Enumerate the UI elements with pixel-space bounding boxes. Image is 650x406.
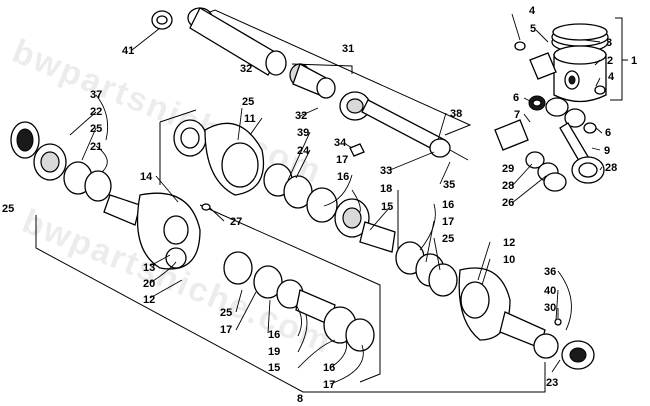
callout-4: 4	[529, 5, 536, 17]
callout-3: 3	[606, 37, 612, 49]
callout-35: 35	[443, 179, 455, 191]
callout-13: 13	[143, 262, 155, 274]
callout-7: 7	[514, 109, 520, 121]
key-34	[349, 143, 365, 157]
callout-17: 17	[442, 216, 454, 228]
callout-29: 29	[502, 163, 514, 175]
callout-9: 9	[604, 145, 610, 157]
callout-4-lower: 4	[608, 71, 615, 83]
upper-shaft	[151, 7, 469, 161]
callout-37: 37	[90, 89, 102, 101]
callout-39: 39	[297, 127, 309, 139]
callout-25: 25	[2, 203, 14, 215]
callout-23: 23	[546, 377, 558, 389]
callout-8: 8	[297, 393, 303, 405]
callout-28: 28	[502, 180, 514, 192]
callout-16: 16	[268, 329, 280, 341]
callout-41: 41	[122, 45, 134, 57]
callout-26: 26	[502, 197, 514, 209]
callout-25: 25	[242, 96, 254, 108]
bracket-upper-box	[159, 109, 399, 250]
callout-11: 11	[244, 113, 256, 125]
callout-16: 16	[337, 171, 349, 183]
callout-32: 32	[240, 63, 252, 75]
callout-21: 21	[90, 141, 102, 153]
callout-25: 25	[220, 307, 232, 319]
callout-38: 38	[450, 108, 462, 120]
callout-2: 2	[607, 55, 613, 67]
callout-14: 14	[140, 171, 153, 183]
callout-6: 6	[605, 127, 611, 139]
leader-lines	[69, 13, 603, 385]
left-crank-half	[10, 121, 375, 352]
callout-20: 20	[143, 278, 155, 290]
callout-25: 25	[442, 233, 454, 245]
callout-32: 32	[295, 110, 307, 122]
callout-10: 10	[503, 254, 515, 266]
callout-36: 36	[544, 266, 556, 278]
callout-17: 17	[323, 379, 335, 391]
callout-5: 5	[530, 23, 536, 35]
callout-25: 25	[90, 123, 102, 135]
callout-6: 6	[513, 92, 519, 104]
callout-27: 27	[230, 216, 242, 228]
pin-27	[201, 203, 211, 211]
piston-assembly	[514, 23, 609, 103]
callout-19: 19	[268, 346, 280, 358]
bracket-31-top	[291, 63, 353, 74]
callout-12: 12	[143, 294, 155, 306]
callout-24: 24	[297, 145, 310, 157]
callout-17: 17	[336, 154, 348, 166]
callout-40: 40	[544, 285, 556, 297]
bracket-8	[35, 215, 546, 393]
callout-15: 15	[268, 362, 280, 374]
callout-15: 15	[381, 201, 393, 213]
callout-16: 16	[442, 199, 454, 211]
callout-labels: 41 32 31 4 5 3 2 4 1 37 22 25 21 25 11 3…	[2, 5, 637, 405]
connecting-rod	[494, 95, 605, 192]
callout-31: 31	[342, 43, 354, 55]
callout-34: 34	[334, 137, 347, 149]
callout-33: 33	[380, 165, 392, 177]
callout-18: 18	[380, 183, 392, 195]
callout-1: 1	[631, 55, 637, 67]
callout-28: 28	[605, 162, 617, 174]
right-crank-half	[458, 267, 595, 370]
callout-30: 30	[544, 302, 556, 314]
callout-12: 12	[503, 237, 515, 249]
middle-crank-half	[173, 119, 458, 297]
callout-16: 16	[323, 362, 335, 374]
washer-30	[554, 318, 562, 326]
bracket-lower-box	[199, 204, 381, 383]
callout-17: 17	[220, 324, 232, 336]
bracket-1	[610, 17, 628, 101]
callout-22: 22	[90, 106, 102, 118]
